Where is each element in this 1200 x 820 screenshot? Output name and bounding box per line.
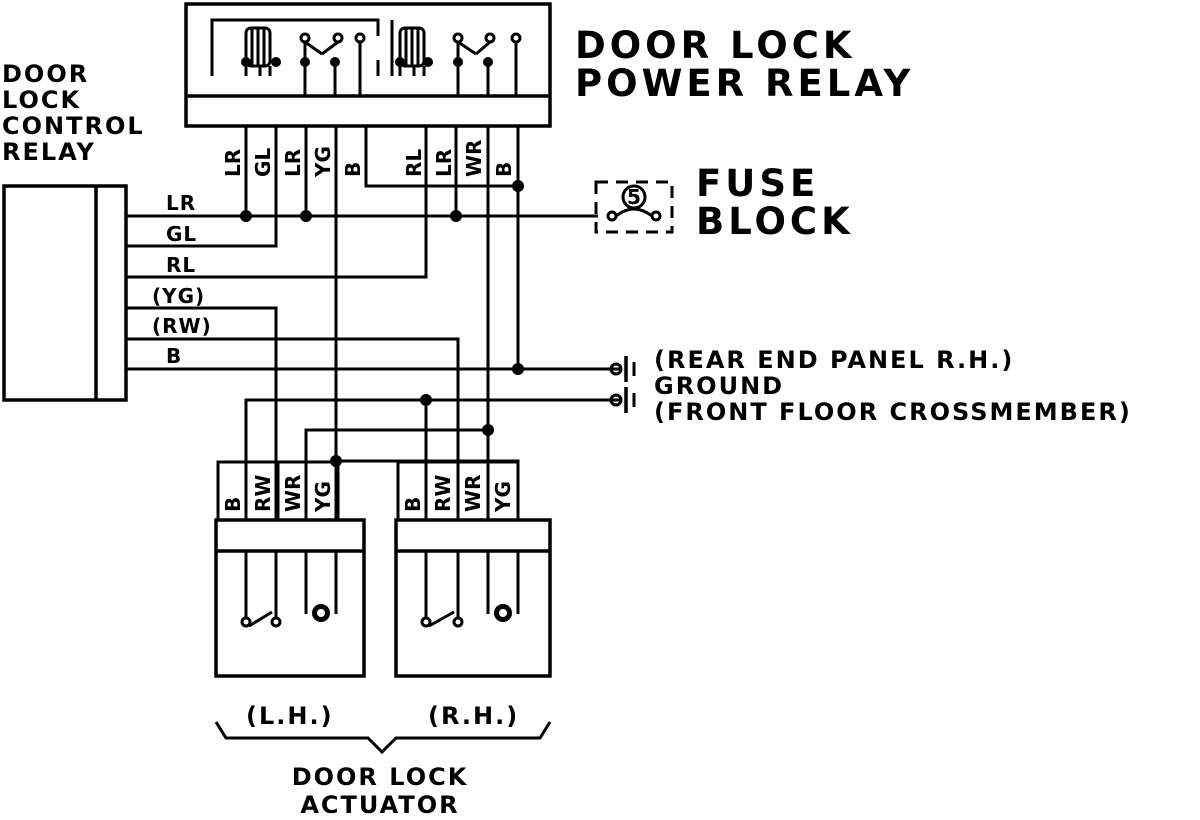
wire-label-gl: GL: [166, 222, 197, 246]
lh-pin-label-4: YG: [311, 481, 335, 513]
actuator-lh-label: (L.H.): [246, 702, 334, 730]
actuator-brace: [214, 721, 552, 755]
wire-label-rw: (RW): [152, 314, 212, 338]
pr-pin-label-7: LR: [432, 149, 456, 177]
actuator-title-line1: DOOR LOCK: [292, 763, 469, 791]
rh-pin-label-4: YG: [491, 481, 515, 513]
pr-pin-label-6: RL: [402, 149, 426, 177]
actuator-rh-label: (R.H.): [428, 702, 519, 730]
lh-pin-label-3: WR: [281, 475, 305, 512]
wire-label-lr: LR: [166, 191, 196, 215]
door-lock-power-relay: DOOR LOCK POWER RELAY LR GL LR YG B RL L…: [184, 2, 914, 178]
wire-label-yg: (YG): [152, 284, 205, 308]
ground-front-label: (FRONT FLOOR CROSSMEMBER): [654, 398, 1132, 426]
power-relay-title-line1: DOOR LOCK: [575, 24, 856, 67]
fuse-block-label-line1: FUSE: [696, 162, 819, 205]
rh-pin-label-2: RW: [431, 475, 455, 512]
ground-label: GROUND: [654, 372, 784, 400]
power-relay-title-line2: POWER RELAY: [575, 62, 914, 105]
control-relay-title-line2: LOCK: [2, 86, 81, 114]
wiring-harness: [126, 126, 620, 520]
fuse-number-circle: [621, 184, 647, 210]
control-relay-title-line4: RELAY: [2, 138, 96, 166]
pr-pin-label-1: LR: [221, 149, 245, 177]
control-relay-title-line3: CONTROL: [2, 112, 145, 140]
pr-pin-label-4: YG: [311, 146, 335, 178]
power-relay-internal-contacts: [210, 18, 522, 96]
pr-pin-label-3: LR: [281, 149, 305, 177]
fuse-number: 5: [627, 185, 641, 209]
door-lock-actuator-lh: B RW WR YG: [214, 460, 366, 678]
door-lock-actuator-rh: B RW WR YG: [394, 460, 552, 678]
wire-label-b: B: [166, 344, 182, 368]
lh-pin-label-1: B: [221, 497, 245, 512]
ground-rear-label: (REAR END PANEL R.H.): [654, 346, 1014, 374]
actuator-caption: (L.H.) (R.H.) DOOR LOCK ACTUATOR: [214, 702, 552, 819]
rh-pin-label-3: WR: [461, 475, 485, 512]
rh-pin-label-1: B: [401, 497, 425, 512]
lh-pin-label-2: RW: [251, 475, 275, 512]
actuator-title-line2: ACTUATOR: [300, 791, 459, 819]
fuse-block: 5 FUSE BLOCK: [594, 162, 854, 243]
control-relay-title-line1: DOOR: [2, 60, 89, 88]
pr-pin-label-5: B: [341, 162, 365, 177]
wire-label-rl: RL: [166, 253, 196, 277]
pr-pin-label-2: GL: [251, 148, 275, 177]
pr-pin-label-9: B: [492, 162, 516, 177]
ground-points: (REAR END PANEL R.H.) GROUND (FRONT FLOO…: [609, 346, 1132, 426]
door-lock-control-relay: DOOR LOCK CONTROL RELAY LR GL RL (YG) (R…: [2, 60, 212, 402]
pr-pin-label-8: WR: [462, 140, 486, 177]
fuse-block-label-line2: BLOCK: [696, 200, 854, 243]
